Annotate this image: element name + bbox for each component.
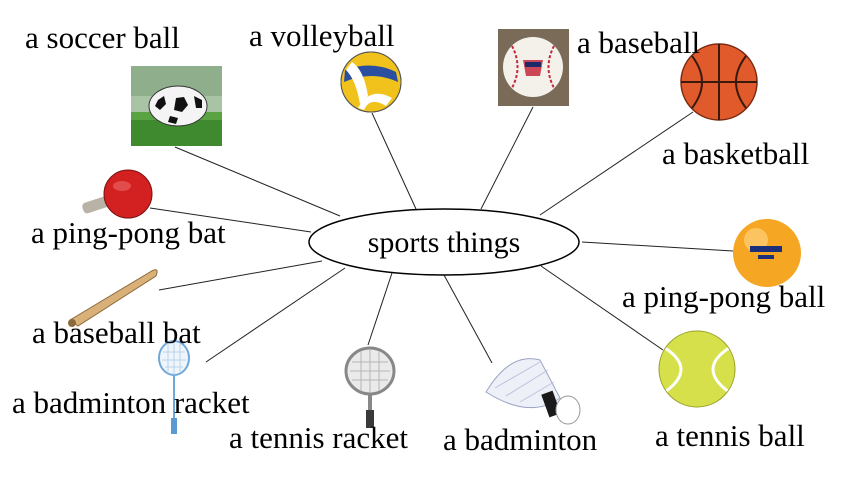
baseball-bat-icon (68, 269, 158, 327)
spoke-tennis-racket (367, 272, 393, 346)
spoke-volleyball (371, 112, 417, 210)
connector-lines (149, 106, 734, 364)
ping-pong-ball-icon (733, 219, 801, 287)
spoke-basketball (539, 111, 694, 216)
spoke-ping-pong-ball (581, 241, 734, 252)
ping-pong-bat-icon (82, 169, 153, 219)
label-volleyball: a volleyball (249, 18, 394, 53)
center-ellipse (308, 208, 580, 276)
badminton-racket-icon (158, 340, 190, 434)
label-tennis-ball: a tennis ball (655, 418, 805, 453)
label-baseball: a baseball (577, 25, 700, 60)
volleyball-icon (340, 51, 402, 113)
spoke-ping-pong-bat (149, 207, 312, 233)
item-labels: a soccer ball a volleyball a baseball a … (12, 18, 825, 457)
spoke-baseball-bat (158, 260, 323, 291)
center-label: sports things (368, 226, 521, 259)
label-badminton-racket: a badminton racket (12, 385, 250, 420)
spoke-soccer-ball (174, 146, 341, 217)
tennis-racket-icon (344, 346, 396, 428)
center-node: sports things (308, 208, 580, 276)
spoke-badminton (443, 274, 493, 364)
baseball-icon (498, 29, 569, 106)
spoke-badminton-racket (205, 267, 346, 363)
soccer-ball-icon (131, 66, 222, 146)
label-ping-pong-bat: a ping-pong bat (31, 215, 226, 250)
label-ping-pong-ball: a ping-pong ball (622, 279, 825, 314)
label-soccer-ball: a soccer ball (25, 20, 180, 55)
label-badminton: a badminton (443, 422, 598, 457)
label-baseball-bat: a baseball bat (32, 315, 201, 350)
tennis-ball-icon (658, 330, 736, 408)
basketball-icon (680, 43, 758, 121)
spoke-tennis-ball (540, 265, 664, 351)
spoke-baseball (480, 106, 534, 210)
label-tennis-racket: a tennis racket (229, 420, 408, 455)
shuttlecock-icon (485, 358, 581, 425)
label-basketball: a basketball (662, 136, 809, 171)
